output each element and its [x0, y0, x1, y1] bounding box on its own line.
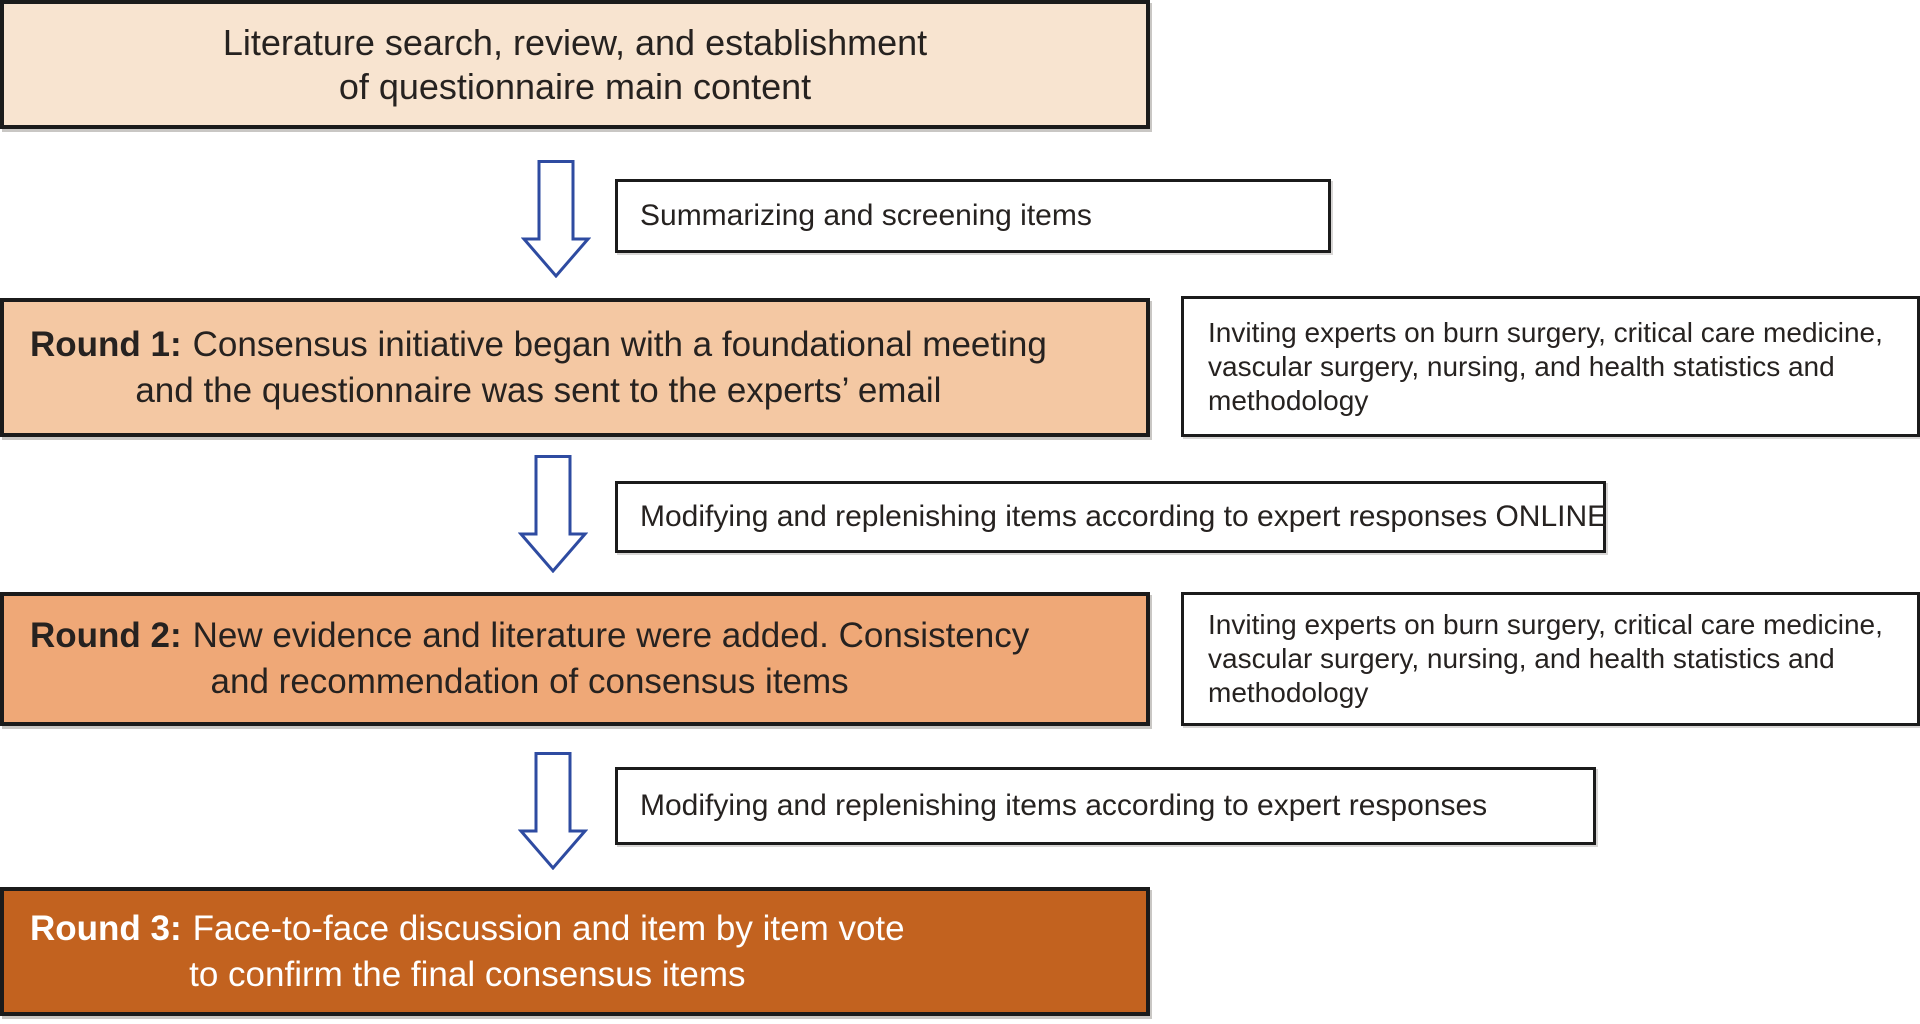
- round3-line1: Round 3:Face-to-face discussion and item…: [30, 906, 905, 952]
- round3-box: Round 3:Face-to-face discussion and item…: [0, 887, 1150, 1016]
- round3-text: Round 3:Face-to-face discussion and item…: [30, 906, 905, 998]
- expert-note-1-text: Inviting experts on burn surgery, critic…: [1208, 316, 1883, 416]
- process-box-modifying: Modifying and replenishing items accordi…: [615, 767, 1596, 845]
- round2-box: Round 2: New evidence and literature were…: [0, 592, 1150, 726]
- down-arrow-icon: [518, 752, 588, 870]
- down-arrow-icon: [518, 455, 588, 573]
- down-arrow-icon: [521, 160, 591, 278]
- start-box: Literature search, review, and establish…: [0, 0, 1150, 129]
- round2-label: Round 2:: [30, 616, 182, 655]
- process-box-modifying-online-label: Modifying and replenishing items accordi…: [640, 500, 1608, 533]
- round1-line1: Round 1:Consensus initiative began with …: [30, 322, 1047, 368]
- expert-note-box-2: Inviting experts on burn surgery, critic…: [1181, 592, 1920, 726]
- process-box-summarizing-label: Summarizing and screening items: [640, 199, 1092, 232]
- process-box-modifying-label: Modifying and replenishing items accordi…: [640, 789, 1488, 822]
- process-box-summarizing: Summarizing and screening items: [615, 179, 1331, 253]
- round1-line1-text: Consensus initiative began with a founda…: [192, 324, 1047, 364]
- start-box-line2: of questionnaire main content: [338, 65, 812, 107]
- round2-text: Round 2: New evidence and literature were…: [30, 613, 1029, 705]
- expert-note-box-1: Inviting experts on burn surgery, critic…: [1181, 296, 1920, 437]
- round1-label: Round 1:: [30, 324, 182, 364]
- round3-label: Round 3:: [30, 908, 182, 948]
- round3-line1-text: Face-to-face discussion and item by item…: [192, 908, 905, 948]
- round1-text: Round 1:Consensus initiative began with …: [30, 322, 1047, 414]
- round1-box: Round 1:Consensus initiative began with …: [0, 298, 1150, 437]
- round2-line1: Round 2: New evidence and literature were…: [30, 613, 1029, 659]
- round1-line2: and the questionnaire was sent to the ex…: [135, 370, 942, 410]
- process-box-modifying-online: Modifying and replenishing items accordi…: [615, 481, 1608, 553]
- start-box-line1: Literature search, review, and establish…: [222, 21, 928, 63]
- round2-line1-text: New evidence and literature were added. …: [192, 616, 1030, 655]
- expert-note-2-text: Inviting experts on burn surgery, critic…: [1208, 609, 1883, 708]
- round3-line2: to confirm the final consensus items: [189, 954, 746, 994]
- round2-line2: and recommendation of consensus items: [210, 662, 849, 701]
